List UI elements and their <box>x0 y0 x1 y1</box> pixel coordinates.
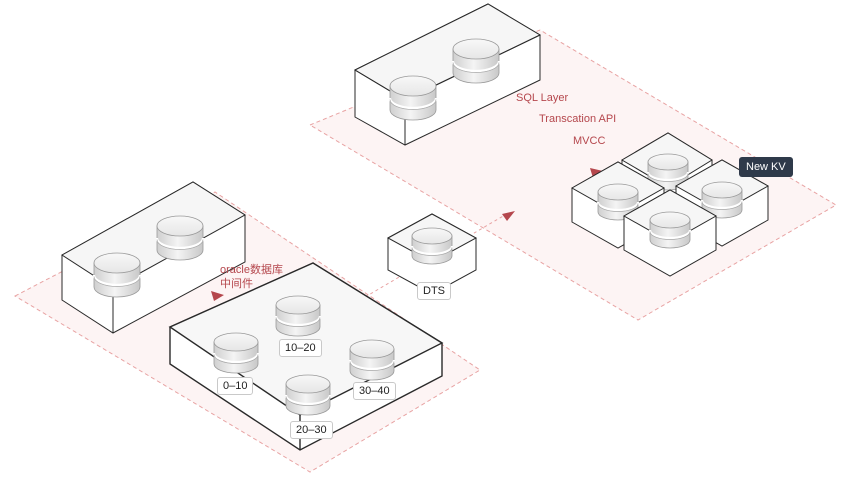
new-kv-badge: New KV <box>739 157 793 177</box>
database-cylinder <box>451 38 501 84</box>
middleware-label-line2: 中间件 <box>220 278 253 290</box>
sql-layer-label: SQL Layer <box>516 92 569 104</box>
database-cylinder <box>348 339 396 381</box>
transaction-api-label: Transcation API <box>539 113 617 125</box>
arrow-to-shards <box>211 291 224 301</box>
database-cylinder <box>596 183 640 221</box>
middleware-label-line1: oracle数据库 <box>220 264 283 276</box>
database-cylinder <box>410 227 454 265</box>
database-cylinder <box>212 332 260 374</box>
database-cylinder <box>648 211 692 249</box>
mvcc-label: MVCC <box>573 135 606 147</box>
shard-label-10-20: 10–20 <box>279 339 322 357</box>
arrow-to-dts <box>502 211 515 221</box>
database-cylinder <box>388 75 438 121</box>
database-cylinder <box>155 215 205 261</box>
database-cylinder <box>700 181 744 219</box>
database-cylinder <box>274 295 322 337</box>
database-cylinder <box>284 374 332 416</box>
database-cylinder <box>92 252 142 298</box>
shard-label-20-30: 20–30 <box>290 421 333 439</box>
dts-label: DTS <box>417 282 451 300</box>
shard-label-0-10: 0–10 <box>217 377 254 395</box>
shard-label-30-40: 30–40 <box>353 382 396 400</box>
